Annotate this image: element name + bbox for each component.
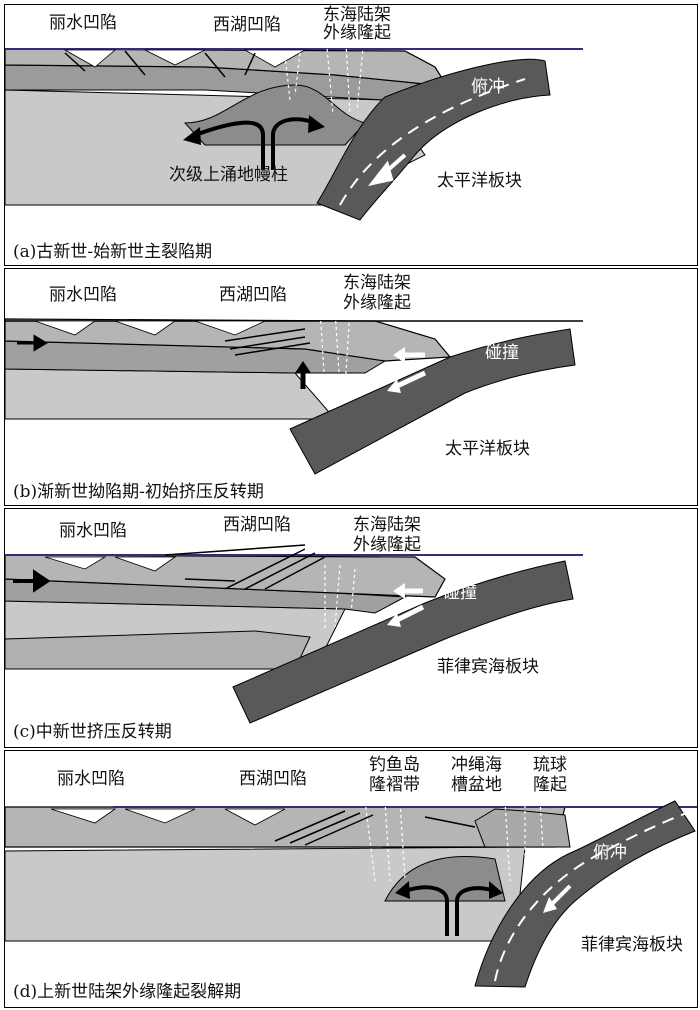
plume-arrow-icon xyxy=(194,120,265,170)
caption-c: (c)中新世挤压反转期 xyxy=(13,722,172,742)
collision-label: 碰撞 xyxy=(443,583,477,603)
cross-section-d xyxy=(5,799,697,988)
push-arrow-icon xyxy=(13,569,51,593)
xihu-label: 西湖凹陷 xyxy=(223,515,291,535)
subducting-slab xyxy=(474,800,696,988)
cross-section-b xyxy=(5,308,583,475)
shelf-label-line2: 外缘隆起 xyxy=(323,23,391,43)
okinawa-label-line1: 冲绳海 xyxy=(451,755,502,775)
plate-label: 太平洋板块 xyxy=(437,171,522,191)
subduction-arrow-icon xyxy=(548,884,572,908)
okinawa-label-line2: 槽盆地 xyxy=(451,775,502,795)
colliding-slab xyxy=(232,560,574,724)
xihu-label: 西湖凹陷 xyxy=(213,15,281,35)
shelf-label-line1: 东海陆架 xyxy=(353,515,421,535)
deep-crust xyxy=(5,630,311,670)
xihu-label: 西湖凹陷 xyxy=(219,285,287,305)
shelf-label-line2: 外缘隆起 xyxy=(343,293,411,313)
caption-d: (d)上新世陆架外缘隆起裂解期 xyxy=(13,982,242,1002)
panel-b: 丽水凹陷 西湖凹陷 东海陆架 外缘隆起 碰撞 太平洋板块 (b)渐新世拗陷期-初… xyxy=(4,268,698,506)
lishui-label: 丽水凹陷 xyxy=(59,521,127,541)
panel-a: 丽水凹陷 西湖凹陷 东海陆架 外缘隆起 俯冲 次级上涌地幔柱 太平洋板块 (a)… xyxy=(4,4,698,266)
mantle-layer xyxy=(5,368,337,420)
shelf-label-line1: 东海陆架 xyxy=(323,5,391,25)
lishui-label: 丽水凹陷 xyxy=(49,13,117,33)
colliding-slab xyxy=(289,328,576,475)
mantle-dome xyxy=(183,84,366,146)
plate-label: 太平洋板块 xyxy=(445,439,530,459)
diaoyu-label-line1: 钓鱼岛 xyxy=(369,755,420,775)
ryukyu-label-line1: 琉球 xyxy=(533,755,567,775)
panel-c: 丽水凹陷 西湖凹陷 东海陆架 外缘隆起 碰撞 菲律宾海板块 (c)中新世挤压反转… xyxy=(4,508,698,748)
sediment-layer xyxy=(5,554,446,598)
push-arrow-icon xyxy=(17,334,48,352)
ryukyu-label-line2: 隆起 xyxy=(533,775,567,795)
lishui-label: 丽水凹陷 xyxy=(57,769,125,789)
xihu-label: 西湖凹陷 xyxy=(239,769,307,789)
lishui-label: 丽水凹陷 xyxy=(49,285,117,305)
plate-label: 菲律宾海板块 xyxy=(581,935,683,955)
subduction-label: 俯冲 xyxy=(471,77,505,97)
plume-arrow-icon xyxy=(404,885,449,936)
subduction-label: 俯冲 xyxy=(593,843,627,863)
diaoyu-label-line2: 隆褶带 xyxy=(369,775,420,795)
caption-a: (a)古新世-始新世主裂陷期 xyxy=(13,242,213,262)
caption-b: (b)渐新世拗陷期-初始挤压反转期 xyxy=(13,482,264,502)
subduction-arrow-icon xyxy=(368,153,407,187)
plume-label: 次级上涌地幔柱 xyxy=(169,165,288,185)
shelf-label-line1: 东海陆架 xyxy=(343,273,411,293)
panel-d: 丽水凹陷 西湖凹陷 钓鱼岛 隆褶带 冲绳海 槽盆地 琉球 隆起 俯冲 菲律宾海板… xyxy=(4,750,698,1008)
cross-section-c xyxy=(5,544,583,724)
collision-label: 碰撞 xyxy=(485,343,519,363)
shelf-label-line2: 外缘隆起 xyxy=(353,535,421,555)
plate-label: 菲律宾海板块 xyxy=(437,657,539,677)
cross-section-a xyxy=(5,24,583,221)
